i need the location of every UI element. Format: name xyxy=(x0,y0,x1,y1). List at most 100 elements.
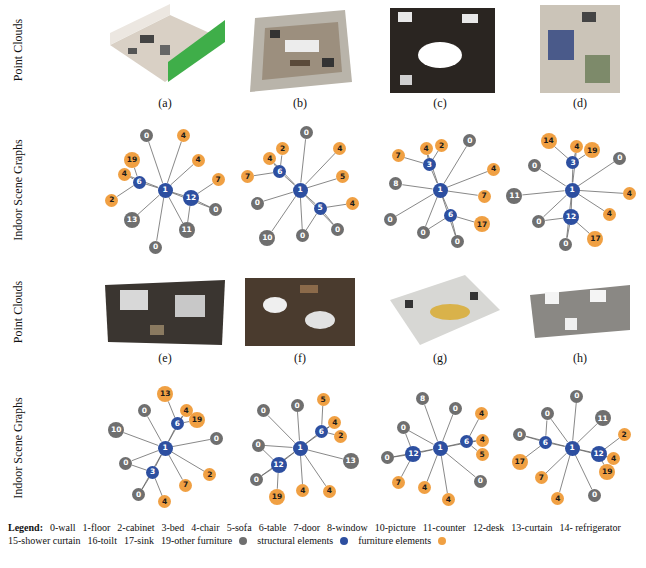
furniture xyxy=(585,55,610,83)
graph-node: 12 xyxy=(563,209,579,225)
graph-edge xyxy=(304,454,326,486)
graph-node: 17 xyxy=(474,216,490,232)
graph-node: 0 xyxy=(119,457,132,470)
furniture xyxy=(128,48,137,54)
legend-key: 19-other furniture xyxy=(161,535,232,546)
node-label: 2 xyxy=(338,432,343,440)
graph-node: 3 xyxy=(146,466,159,479)
node-label: 4 xyxy=(332,419,337,427)
node-label: 0 xyxy=(401,424,406,432)
graph-node: 0 xyxy=(570,390,583,403)
node-label: 4 xyxy=(555,495,560,503)
graph-node: 4 xyxy=(118,168,131,181)
node-label: 0 xyxy=(532,162,537,170)
node-label: 10 xyxy=(262,234,272,242)
node-label: 0 xyxy=(144,132,149,140)
node-label: 0 xyxy=(517,431,522,439)
room-wall xyxy=(168,20,225,82)
node-label: 1 xyxy=(297,186,302,194)
graph-edge xyxy=(172,439,210,446)
graph-edge xyxy=(452,221,456,235)
node-label: 4 xyxy=(300,487,305,495)
graph-edge xyxy=(254,173,273,176)
graph-node: 4 xyxy=(603,208,616,221)
graph-node: 0 xyxy=(381,451,394,464)
graph-edge xyxy=(447,191,477,195)
legend-key: 6-table xyxy=(259,522,287,533)
graph-node: 2 xyxy=(435,139,448,152)
node-label: 4 xyxy=(162,498,167,506)
graph-node: 4 xyxy=(570,140,583,153)
graph-node: 0 xyxy=(140,129,153,142)
node-label: 5 xyxy=(320,396,325,404)
node-label: 6 xyxy=(136,178,141,186)
legend: Legend:0-wall1-floor2-cabinet3-bed4-chai… xyxy=(8,522,640,546)
graph-edge xyxy=(132,451,158,461)
graph-node: 0 xyxy=(474,475,487,488)
node-label: 4 xyxy=(337,145,342,153)
graph-edge xyxy=(443,414,453,441)
furniture xyxy=(398,12,412,22)
node-label: 4 xyxy=(327,487,332,495)
node-label: 4 xyxy=(491,165,496,173)
room-wall xyxy=(110,4,170,45)
graph-node: 4 xyxy=(328,416,341,429)
legend-text: structural elements xyxy=(257,535,333,546)
graph-node: 4 xyxy=(607,452,620,465)
graph-edge xyxy=(277,473,279,489)
legend-key: 5-sofa xyxy=(227,522,252,533)
graph-node: 6 xyxy=(460,435,473,448)
furniture xyxy=(400,75,412,85)
graph-node: 0 xyxy=(209,203,222,216)
graph-edge xyxy=(138,195,160,214)
graph-node: 14 xyxy=(541,133,557,149)
node-label: 4 xyxy=(350,200,355,208)
node-label: 19 xyxy=(127,156,137,164)
graph-node: 7 xyxy=(392,476,405,489)
node-label: 12 xyxy=(593,450,603,458)
graph-edge xyxy=(575,455,592,489)
graph-node: 6 xyxy=(539,436,552,449)
node-label: 0 xyxy=(453,405,458,413)
graph-node: 0 xyxy=(532,215,545,228)
graph-edge xyxy=(300,197,302,229)
node-label: 7 xyxy=(395,152,400,160)
graph-edge xyxy=(446,453,476,477)
graph-node: 0 xyxy=(300,126,313,139)
graph-edge xyxy=(551,419,567,442)
graph-edge xyxy=(169,455,183,480)
node-label: 0 xyxy=(478,477,483,485)
graph-node: 8 xyxy=(416,392,429,405)
graph-node: 0 xyxy=(251,197,264,210)
node-label: 0 xyxy=(214,435,219,443)
graph-edge xyxy=(425,405,438,441)
graph-edge xyxy=(546,420,547,435)
graph-node: 0 xyxy=(541,407,554,420)
room-floor xyxy=(530,285,630,338)
node-label: 19 xyxy=(272,493,282,501)
graph-edge xyxy=(573,403,577,441)
room-floor xyxy=(540,5,620,93)
node-label: 0 xyxy=(455,238,460,246)
node-label: 19 xyxy=(192,416,202,424)
graph-node: 10 xyxy=(259,230,275,246)
panel-letter: (e) xyxy=(158,351,171,366)
graph-node: 13 xyxy=(124,212,140,228)
row-title: Point Clouds xyxy=(11,19,26,81)
legend-swatch xyxy=(340,537,348,545)
graph-edge xyxy=(579,190,622,193)
scan-hole xyxy=(418,42,462,68)
graph-node: 1 xyxy=(565,441,580,456)
node-label: 0 xyxy=(574,392,579,400)
node-label: 6 xyxy=(543,439,548,447)
graph-node: 3 xyxy=(423,158,436,171)
graph-edge xyxy=(402,185,432,189)
graph-node: 4 xyxy=(623,187,636,200)
node-label: 0 xyxy=(153,243,158,251)
graph-node: 4 xyxy=(418,481,431,494)
graph-node: 4 xyxy=(323,485,336,498)
node-label: 4 xyxy=(267,155,272,163)
graph-node: 1 xyxy=(158,183,173,198)
graph-edge xyxy=(546,453,567,473)
